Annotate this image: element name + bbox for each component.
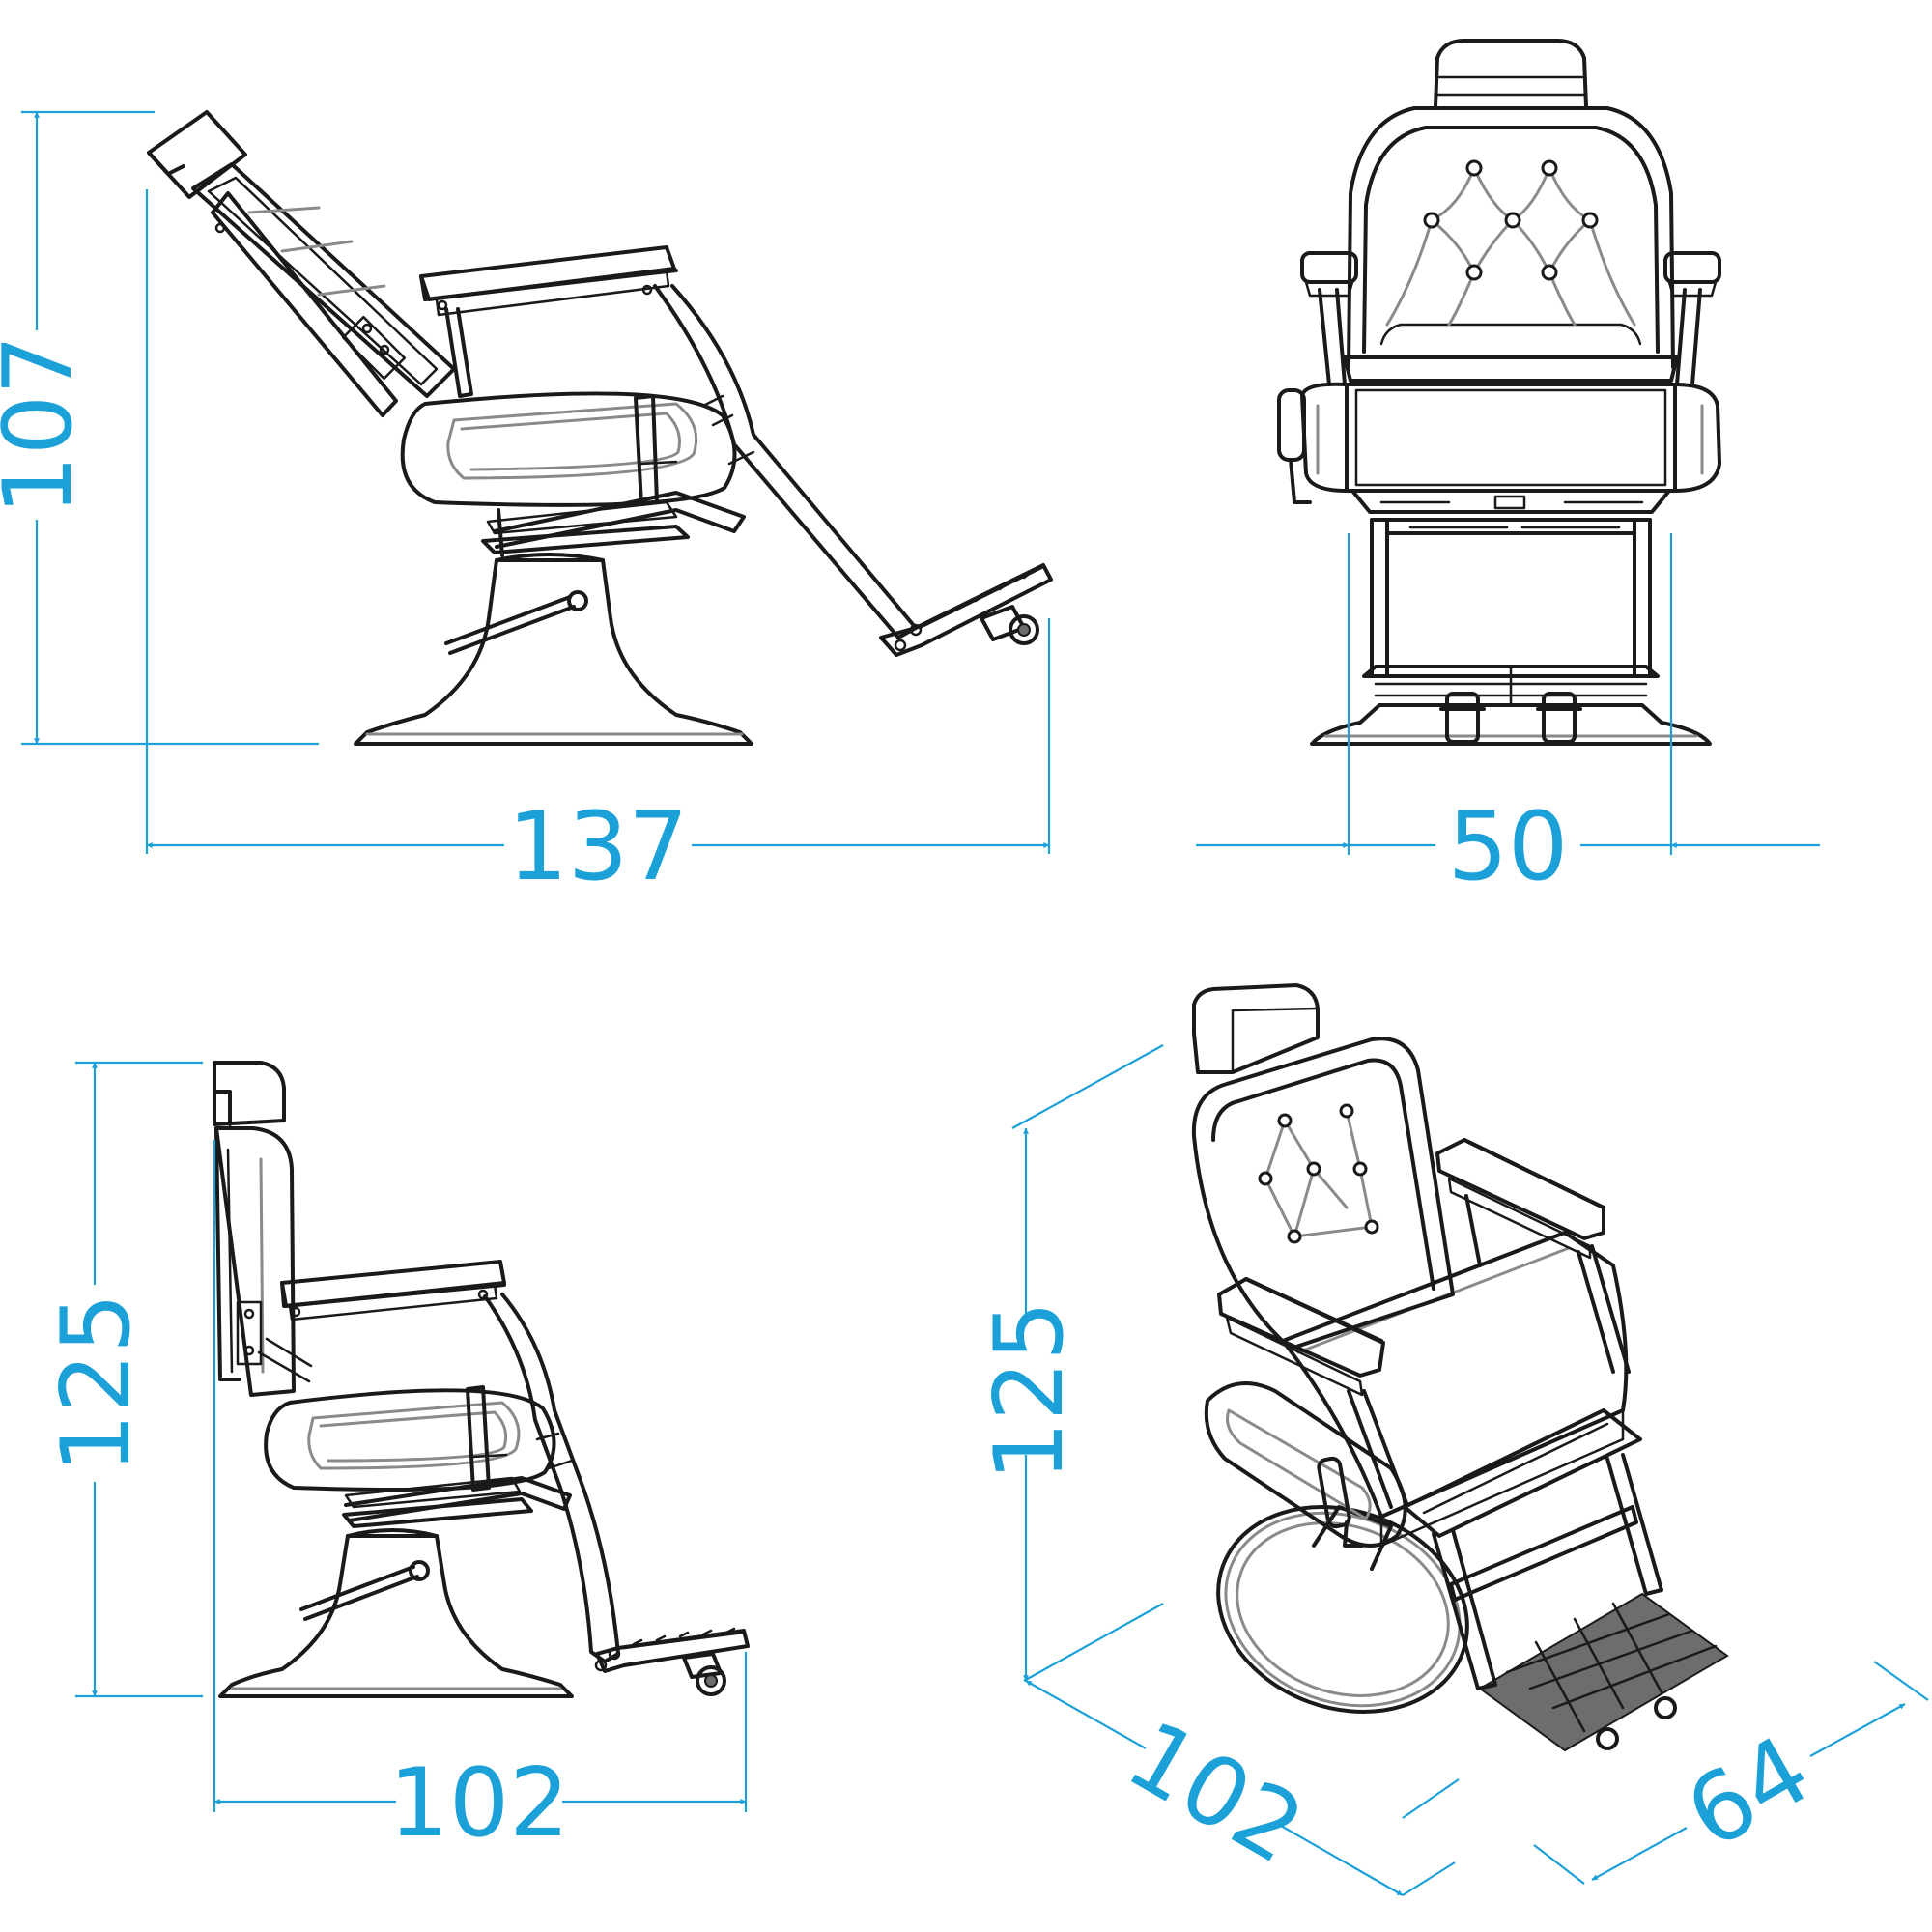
extension-line (1023, 1603, 1164, 1682)
chair-drawing-upright (213, 1061, 750, 1698)
extension-line (1402, 1778, 1460, 1819)
dimension-line (1809, 1703, 1906, 1757)
extension-line (1873, 1661, 1929, 1701)
dimension-label-length: 137 (507, 792, 688, 902)
dimension-label-height: 107 (0, 334, 94, 515)
isometric-view: 125 102 64 (975, 983, 1929, 1896)
dimension-label-width: 50 (1448, 792, 1569, 902)
extension-line (1011, 1044, 1164, 1129)
chair-drawing-reclined (147, 110, 1053, 746)
dimension-height-reclined: 107 (0, 110, 319, 746)
chair-drawing-isometric (1191, 983, 1729, 1752)
dimension-label-depth: 102 (1109, 1700, 1321, 1886)
dimension-label-height: 125 (975, 1300, 1085, 1481)
dimension-line (1025, 1680, 1147, 1749)
extension-line (1402, 1861, 1456, 1896)
chair-drawing-front (1277, 39, 1721, 746)
dimension-depth-iso: 102 (1025, 1680, 1460, 1896)
dimension-line (1280, 1825, 1404, 1896)
dimension-label-height: 125 (42, 1293, 152, 1473)
extension-line (1533, 1844, 1585, 1885)
dimension-width-front: 50 (1196, 533, 1820, 902)
dimension-height-upright: 125 (42, 1061, 203, 1698)
dimension-height-iso: 125 (975, 1044, 1164, 1682)
front-view: 50 (1196, 39, 1820, 902)
dimension-length-reclined: 137 (145, 189, 1051, 902)
side-upright-view: 125 102 (42, 1061, 750, 1859)
dimension-label-width: 64 (1669, 1715, 1829, 1870)
dimension-label-length: 102 (388, 1748, 569, 1859)
dimension-length-upright: 102 (213, 1140, 748, 1859)
side-reclined-view: 107 137 (0, 110, 1053, 902)
dimension-line (1591, 1827, 1688, 1881)
